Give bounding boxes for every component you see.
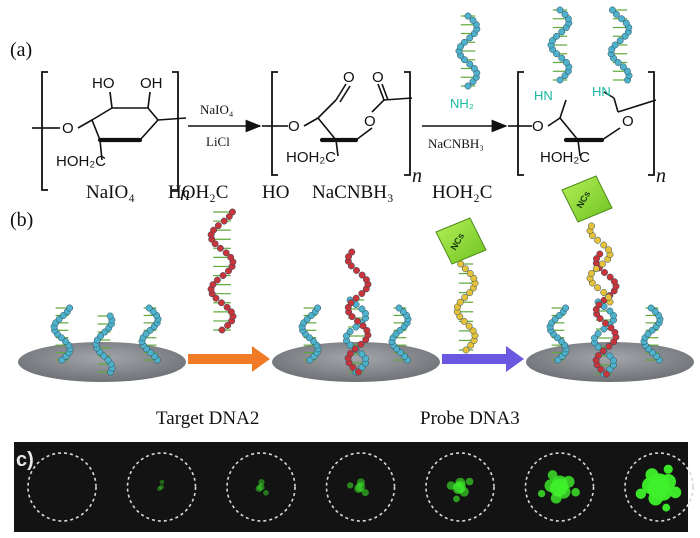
- polymer-unit-3: HN HN O O HOH₂C n: [508, 71, 666, 187]
- panel-b: (b) NCs NCs Target DNA2 Probe DNA3: [10, 175, 694, 429]
- capture-strand-1b: [92, 312, 116, 376]
- nanocluster-tag-free: NCs: [435, 217, 487, 265]
- reaction-arrow-1: NaIO₄ LiCl: [188, 102, 262, 149]
- well-border-2: [126, 452, 197, 522]
- unit1-repeat-n: n: [180, 183, 190, 205]
- capture-strand-1c: [138, 304, 162, 364]
- unit2-o-ald1: O: [343, 69, 355, 86]
- well-border-7: [624, 452, 694, 522]
- caption-hoh2c-1: HOH₂C: [168, 182, 228, 203]
- target-strand-free: [207, 208, 237, 334]
- well-border-3: [226, 452, 296, 522]
- unit3-hn-1: HN: [534, 88, 553, 103]
- panel-a-label: (a): [10, 39, 32, 61]
- caption-hoh2c-2: HOH₂C: [432, 182, 492, 203]
- probe-strand-free: [453, 260, 479, 354]
- well-2: [126, 452, 197, 522]
- amine-dna-strand: [455, 12, 481, 90]
- unit2-o-ring: O: [364, 113, 376, 130]
- arrow1-reagent-above: NaIO₄: [200, 102, 234, 117]
- polymer-unit-2: O O O O HOH₂C n: [262, 69, 422, 187]
- capture-strand-1a: [50, 304, 74, 364]
- duplex-2-target: [344, 248, 372, 376]
- well-border-4: [325, 452, 396, 522]
- caption-row: NaIO₄ HOH₂C HO NaCNBH₃ HOH₂C: [86, 182, 492, 203]
- well-3: [226, 452, 296, 522]
- unit3-o-chain: O: [532, 118, 544, 135]
- unit2-o-ald2: O: [372, 69, 384, 86]
- capture-strand-3a: [546, 304, 570, 364]
- duplex-3-probe: [586, 222, 614, 306]
- unit2-repeat-n: n: [412, 165, 422, 187]
- nanocluster-tag-bound: NCs: [561, 175, 613, 223]
- caption-nacnbh3: NaCNBH₃: [312, 182, 394, 203]
- well-border-5: [425, 452, 495, 522]
- well-border-6: [524, 452, 595, 522]
- panel-c: c): [14, 442, 694, 532]
- capture-strand-3c: [640, 304, 664, 364]
- well-1: [27, 452, 97, 522]
- panel-c-label: c): [16, 449, 34, 471]
- capture-strand-2a: [298, 304, 322, 364]
- step-1-label: Target DNA2: [156, 408, 259, 429]
- unit3-o-ring: O: [622, 113, 634, 130]
- unit1-oh: OH: [140, 75, 163, 92]
- product-helix-2: [607, 6, 633, 84]
- step-arrow-1: [188, 346, 270, 372]
- unit2-hoh2c: HOH₂C: [286, 149, 336, 166]
- well-border-1: [27, 452, 97, 522]
- amine-label: NH₂: [450, 96, 474, 111]
- unit3-hn-2: HN: [592, 84, 611, 99]
- panel-b-label: (b): [10, 209, 33, 231]
- dna-helices: [50, 208, 664, 378]
- fluorescence-wells: [27, 452, 694, 522]
- unit3-hoh2c: HOH₂C: [540, 149, 590, 166]
- unit2-o-chain: O: [288, 118, 300, 135]
- panel-a: (a) HO OH O HOH₂C n NaIO₄ LiCl: [10, 6, 666, 205]
- unit1-ho: HO: [92, 75, 115, 92]
- polymer-unit-1: HO OH O HOH₂C n: [32, 71, 190, 205]
- capture-strand-2c: [388, 304, 412, 364]
- unit3-repeat-n: n: [656, 165, 666, 187]
- arrow1-reagent-below: LiCl: [206, 134, 230, 149]
- amine-helix: [455, 12, 481, 90]
- well-5: [425, 452, 495, 522]
- well-7: [624, 452, 694, 522]
- conjugated-dna-strands: [547, 6, 633, 84]
- well-6: [524, 452, 595, 522]
- step-2-label: Probe DNA3: [420, 408, 520, 429]
- unit1-hoh2c: HOH₂C: [56, 153, 106, 170]
- step-arrow-2: [442, 346, 524, 372]
- product-helix-1: [547, 6, 573, 84]
- unit1-o: O: [62, 120, 74, 137]
- caption-ho: HO: [262, 182, 289, 203]
- reaction-arrow-2: NaCNBH₃: [422, 119, 508, 151]
- duplex-3-target: [592, 250, 620, 378]
- well-4: [325, 452, 396, 522]
- arrow2-reagent-below: NaCNBH₃: [428, 136, 484, 151]
- caption-naio4: NaIO₄: [86, 182, 135, 203]
